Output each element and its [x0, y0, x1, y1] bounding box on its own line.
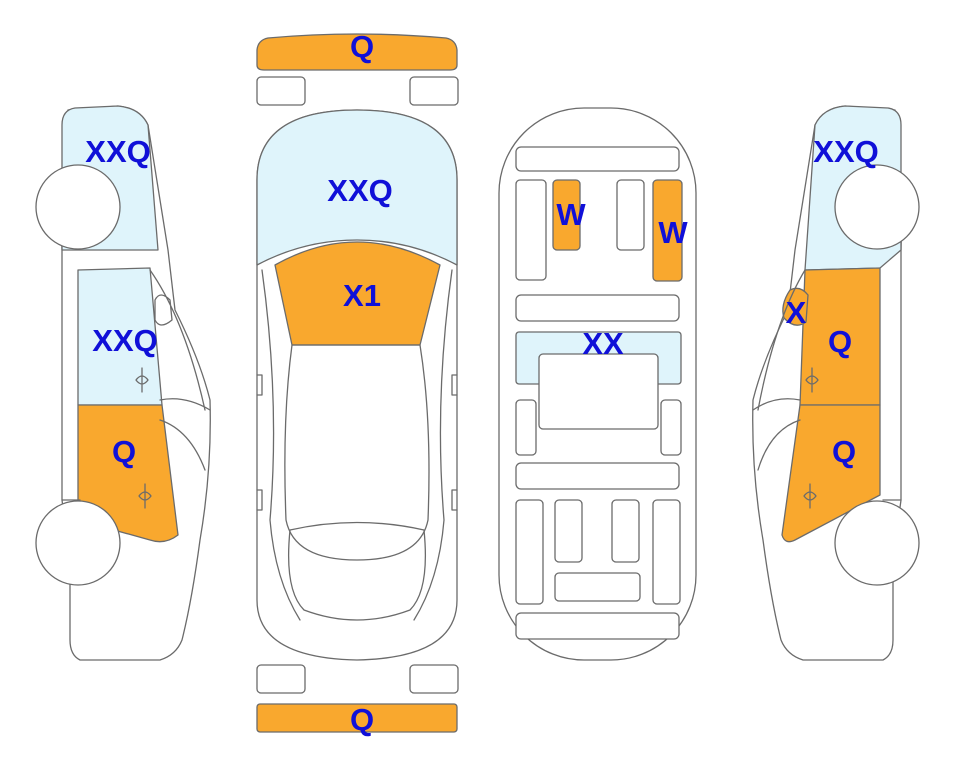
- rear-light-left: [256, 76, 306, 106]
- label-right-rear-window: XXQ: [813, 134, 878, 169]
- rear-bumper[interactable]: [256, 33, 458, 71]
- left-side-detail-lines: [61, 269, 211, 501]
- rear-seat-center: [616, 179, 645, 251]
- front-bumper[interactable]: [256, 703, 458, 733]
- left-door-handle-rear: [138, 483, 152, 509]
- rear-seat-left[interactable]: [552, 179, 581, 251]
- top-cabin-outline: [284, 344, 430, 561]
- right-side-body-outline: [752, 105, 903, 661]
- front-seat-right: [611, 499, 640, 563]
- label-left-front-door: Q: [112, 434, 136, 469]
- rear-seat-left-outer: [515, 179, 547, 281]
- top-windshield-outline: [287, 521, 427, 621]
- front-console: [554, 572, 641, 602]
- label-left-front-window: XXQ: [92, 323, 157, 358]
- middle-side-right: [660, 399, 682, 456]
- label-right-mirror: X: [786, 295, 807, 330]
- front-seat-left-outer: [515, 499, 544, 605]
- damage-labels: Q XXQ X1 Q W W XX XXQ XXQ Q XXQ X Q Q: [85, 29, 878, 737]
- rear-bench: [515, 294, 680, 322]
- label-hood: X1: [343, 278, 381, 313]
- rear-shelf: [515, 146, 680, 172]
- dashboard: [515, 462, 680, 490]
- left-side-body-outline: [60, 105, 211, 661]
- rear-seat-right[interactable]: [652, 179, 683, 282]
- rear-window[interactable]: [256, 109, 458, 266]
- left-side-view: [35, 105, 211, 661]
- right-mirror[interactable]: [782, 287, 809, 326]
- rear-light-right: [409, 76, 459, 106]
- right-door-handle-front: [805, 367, 819, 393]
- right-front-wheel: [834, 500, 920, 586]
- label-left-rear-window: XXQ: [85, 134, 150, 169]
- label-seat-right: W: [658, 215, 688, 250]
- left-front-wheel: [35, 500, 121, 586]
- center-console: [538, 353, 659, 430]
- front-seat-left: [554, 499, 583, 563]
- label-windshield: XXQ: [327, 173, 392, 208]
- label-rear-bumper: Q: [350, 29, 374, 64]
- label-right-front-door: Q: [828, 324, 852, 359]
- right-side-view: [752, 105, 920, 661]
- top-view: [256, 33, 459, 733]
- right-door-handle-rear: [803, 483, 817, 509]
- interior-outline: [498, 107, 697, 661]
- front-light-right: [409, 664, 459, 694]
- front-light-left: [256, 664, 306, 694]
- top-side-lines: [256, 269, 458, 621]
- middle-side-left: [515, 399, 537, 456]
- interior-view: [498, 107, 697, 661]
- label-right-rear-door: Q: [832, 434, 856, 469]
- front-shelf: [515, 612, 680, 640]
- front-seat-right-outer: [652, 499, 681, 605]
- label-front-bumper: Q: [350, 702, 374, 737]
- right-side-detail-lines: [752, 269, 902, 501]
- hood-panel[interactable]: [274, 241, 441, 346]
- left-rear-wheel: [35, 164, 121, 250]
- left-door-handle-front: [135, 367, 149, 393]
- label-seat-left: W: [556, 197, 586, 232]
- right-rear-wheel: [834, 164, 920, 250]
- label-interior-middle: XX: [582, 326, 624, 361]
- left-front-door-panel[interactable]: [77, 404, 179, 543]
